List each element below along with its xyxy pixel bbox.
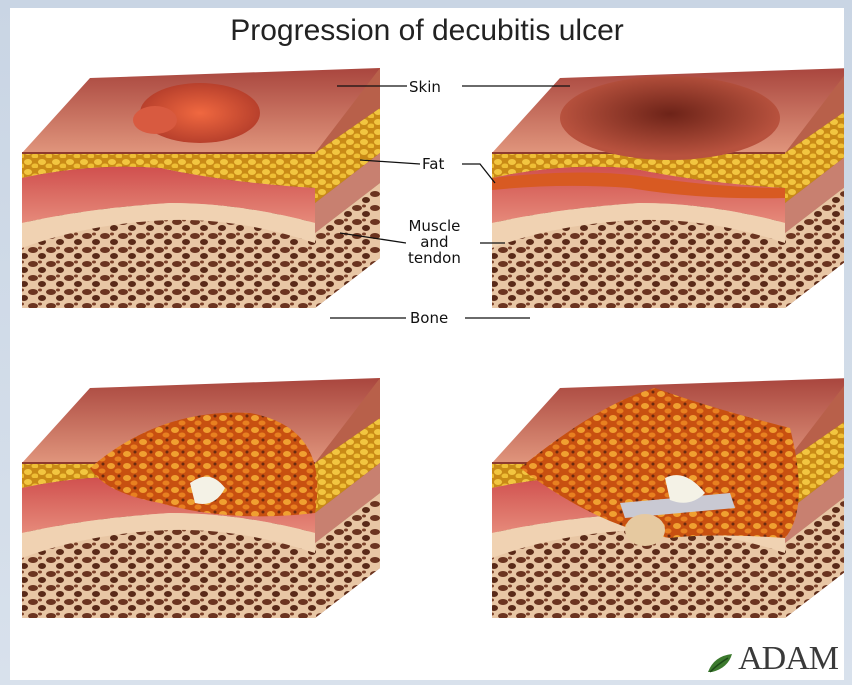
leaf-icon [706, 650, 736, 676]
label-muscle-line1: Muscle [408, 218, 461, 234]
exposed-bone [625, 514, 665, 546]
logo-text: ADAM [738, 642, 838, 676]
stage-3-block [22, 378, 380, 618]
label-muscle-line3: tendon [408, 250, 461, 266]
stage-2-block [492, 68, 844, 308]
label-muscle-tendon: Muscle and tendon [406, 218, 463, 266]
figure-panel: Progression of decubitis ulcer [10, 8, 844, 680]
shallow-crater [560, 76, 780, 160]
ulcer-stages-illustration [10, 8, 844, 680]
stage-1-block [22, 68, 380, 308]
adam-logo: ADAM [706, 636, 838, 676]
label-fat: Fat [420, 156, 446, 172]
label-skin: Skin [407, 79, 443, 95]
label-bone: Bone [408, 310, 450, 326]
stage-4-block [492, 378, 844, 618]
label-muscle-line2: and [408, 234, 461, 250]
